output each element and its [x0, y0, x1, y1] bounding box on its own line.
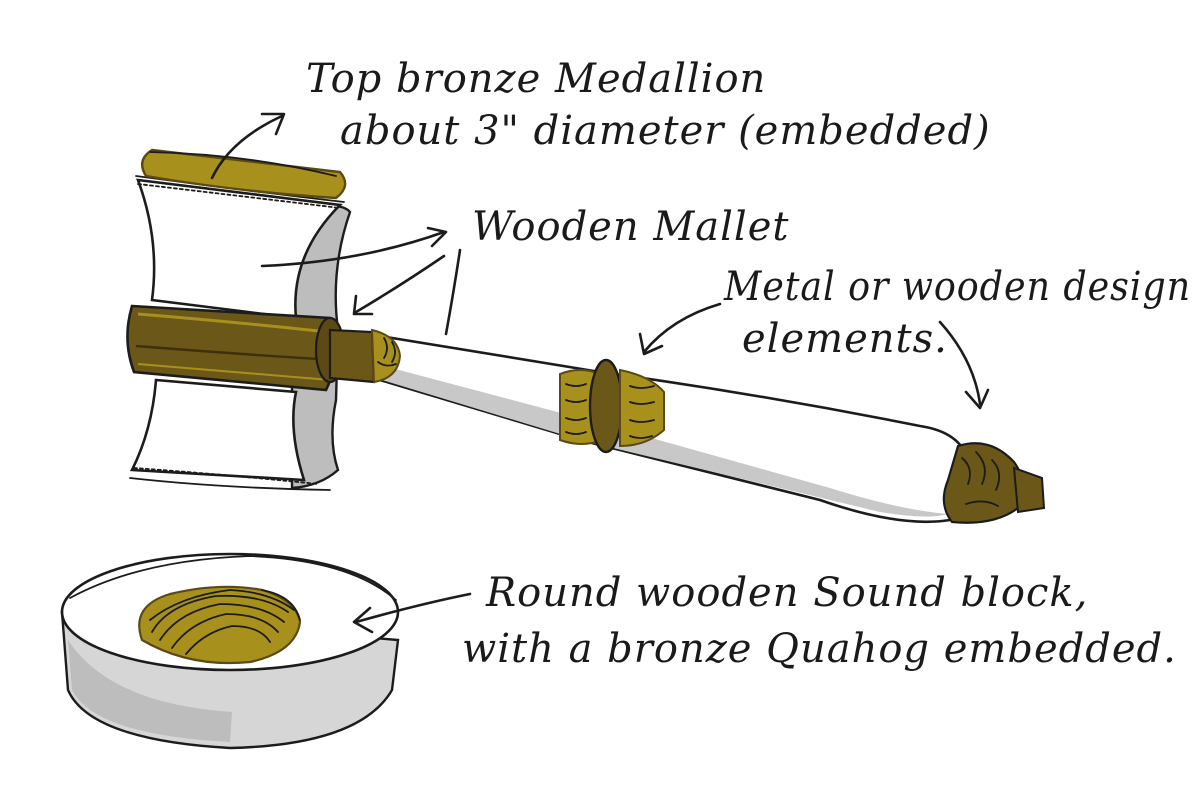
- annotation-medallion: Top bronze Medallion about 3" diameter (…: [210, 56, 991, 180]
- design-label-line2: elements.: [742, 316, 948, 362]
- mallet-handle: [328, 328, 1046, 524]
- block-arrowhead: [352, 606, 374, 634]
- bronze-band: [126, 304, 346, 392]
- annotation-design: Metal or wooden design elements.: [638, 264, 1191, 410]
- mallet-arrow-3: [444, 248, 462, 336]
- handle-collar-near: [328, 328, 402, 384]
- sound-block: [60, 552, 400, 750]
- mallet-label: Wooden Mallet: [472, 204, 789, 250]
- block-label-line1: Round wooden Sound block,: [485, 570, 1088, 616]
- block-arrow: [354, 592, 472, 624]
- handle-end-finial: [942, 442, 1046, 524]
- medallion-label-line1: Top bronze Medallion: [306, 56, 766, 102]
- bronze-quahog: [138, 585, 302, 665]
- design-label-line1: Metal or wooden design: [723, 264, 1191, 310]
- block-label-line2: with a bronze Quahog embedded.: [462, 626, 1177, 672]
- medallion-arrow: [210, 114, 284, 180]
- medallion-label-line2: about 3" diameter (embedded): [340, 108, 991, 154]
- annotation-mallet: Wooden Mallet: [260, 204, 789, 336]
- medallion-arrowhead: [260, 112, 286, 136]
- annotation-sound-block: Round wooden Sound block, with a bronze …: [352, 570, 1177, 672]
- mallet-head-lower: [129, 378, 306, 482]
- top-bronze-medallion: [140, 148, 347, 200]
- mallet-arrowhead-2: [352, 294, 374, 316]
- handle-ornament-middle: [559, 358, 665, 454]
- mallet-arrowhead-1: [426, 226, 448, 248]
- mallet-head: [126, 148, 352, 491]
- design-arrowhead-2: [964, 388, 990, 410]
- mallet-arrow-2: [354, 254, 446, 314]
- design-arrow-1: [642, 302, 722, 354]
- handle-shaft: [378, 334, 973, 524]
- design-arrowhead-1: [638, 332, 664, 356]
- handle-shade: [382, 366, 948, 517]
- mallet-arrow-1: [260, 230, 446, 268]
- design-arrow-2: [938, 320, 982, 406]
- sound-block-side-shade: [68, 640, 232, 742]
